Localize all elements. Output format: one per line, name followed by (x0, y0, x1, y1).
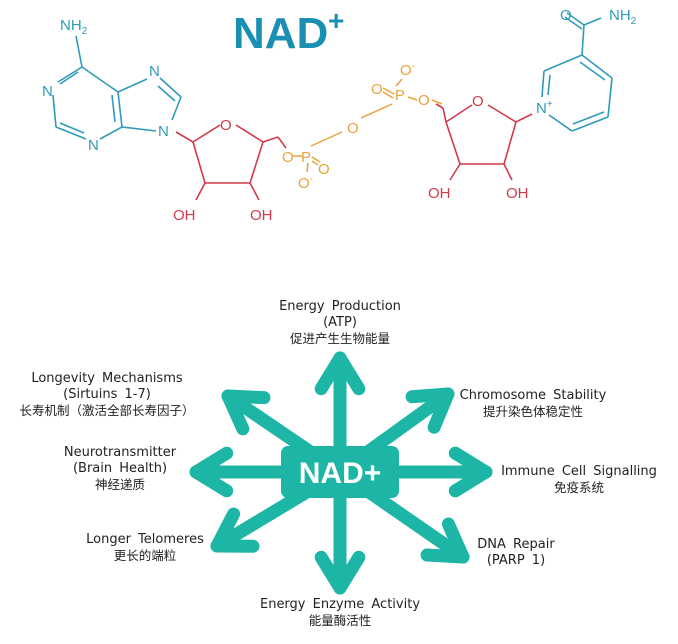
phosphate-bonds (293, 78, 443, 173)
arrow-head-barb (333, 550, 366, 595)
arrow-head-barb (189, 465, 234, 498)
branch-label-longer-telomeres: Longer Telomeres 更长的端粒 (70, 532, 220, 564)
phosphate2-o-link-label: O (418, 92, 430, 109)
right-ribose-o-label: O (472, 93, 484, 110)
adenine-group (52, 35, 182, 140)
left-ribose-oh1-label: OH (173, 207, 196, 224)
adenine-n7-label: N (149, 63, 160, 80)
branch-immune-cell-signalling-zh: 免疫系统 (553, 480, 604, 495)
left-ribose-oh2-label: OH (250, 207, 273, 224)
hub-center-box (281, 446, 399, 498)
nicotinamide-o-label: O (560, 7, 572, 24)
adenine-n3-label: N (88, 137, 99, 154)
branch-chromosome-stability-zh: 提升染色体稳定性 (482, 404, 583, 419)
phosphate1-o-minus-label: O- (298, 174, 313, 192)
nicotinamide-n-plus-label: N+ (536, 99, 553, 117)
adenine-nh2-label: NH2 (60, 17, 88, 37)
phosphate1-p-label: P (301, 149, 311, 166)
left-ribose-o-label: O (220, 117, 232, 134)
branch-label-dna-repair: DNA Repair (PARP 1) (466, 537, 566, 569)
phosphate2-p-label: P (395, 87, 405, 104)
right-ribose-oh2-label: OH (506, 185, 529, 202)
branch-energy-production-en-1: Energy Production (279, 299, 401, 314)
branch-immune-cell-signalling-en: Immune Cell Signalling (501, 464, 657, 479)
branch-neurotransmitter-en-2: (Brain Health) (72, 461, 168, 476)
phosphate1-o-link-label: O (282, 149, 294, 166)
nad-molecule-structure: NAD + NH2 N N N N (42, 5, 637, 224)
hub-center-label: NAD+ (299, 457, 382, 490)
nicotinamide-labels: O NH2 N+ (536, 7, 637, 117)
branch-dna-repair-en-2: (PARP 1) (486, 553, 546, 568)
left-ribose-group (175, 124, 287, 201)
adenine-n9-label: N (158, 123, 169, 140)
branch-label-energy-enzyme-activity: Energy Enzyme Activity 能量酶活性 (245, 597, 435, 629)
nad-title-superscript: + (328, 5, 344, 36)
branch-label-chromosome-stability: Chromosome Stability 提升染色体稳定性 (458, 388, 608, 420)
branch-energy-production-en-2: (ATP) (323, 315, 357, 330)
bridge-o-label: O (347, 120, 359, 137)
phosphate2-o-minus-label: O- (400, 61, 415, 79)
branch-longevity-mechanisms-en-1: Longevity Mechanisms (31, 371, 183, 386)
branch-energy-enzyme-activity-zh: 能量酶活性 (308, 613, 372, 628)
phosphate2-double-o-label: O (371, 81, 383, 98)
branch-neurotransmitter-en-1: Neurotransmitter (63, 445, 177, 460)
branch-label-immune-cell-signalling: Immune Cell Signalling 免疫系统 (486, 464, 672, 496)
left-ribose-labels: O OH OH (173, 117, 273, 224)
phosphate-labels: O P O O- O P O O- O (282, 61, 430, 192)
branch-label-neurotransmitter: Neurotransmitter (Brain Health) 神经递质 (50, 445, 190, 493)
nad-title: NAD + (233, 5, 344, 58)
nicotinamide-group (541, 12, 613, 132)
branch-longevity-mechanisms-en-2: (Sirtuins 1-7) (63, 387, 151, 402)
branch-energy-production-zh: 促进产生生物能量 (289, 331, 390, 346)
arrow-head-barb (441, 517, 470, 564)
right-ribose-oh1-label: OH (428, 185, 451, 202)
branch-dna-repair-en-1: DNA Repair (477, 537, 555, 552)
adenine-n1-label: N (42, 83, 53, 100)
branch-longer-telomeres-en: Longer Telomeres (86, 532, 204, 547)
arrow-head-barb (221, 389, 250, 436)
arrow-head-barb (448, 446, 493, 479)
right-ribose-labels: O OH OH (428, 93, 529, 202)
right-ribose-group (435, 103, 533, 181)
branch-label-energy-production: Energy Production (ATP) 促进产生生物能量 (250, 299, 430, 347)
arrow-head-barb (405, 387, 455, 404)
branch-energy-enzyme-activity-en: Energy Enzyme Activity (259, 597, 421, 612)
arrow-head-barb (314, 351, 347, 396)
branch-longevity-mechanisms-zh: 长寿机制（激活全部长寿因子） (19, 403, 195, 418)
branch-neurotransmitter-zh: 神经递质 (94, 477, 145, 492)
nad-title-text: NAD (233, 9, 328, 58)
adenine-labels: NH2 N N N N (42, 17, 169, 154)
phosphate1-double-o-label: O (318, 161, 330, 178)
branch-label-longevity-mechanisms: Longevity Mechanisms (Sirtuins 1-7) 长寿机制… (0, 371, 214, 419)
branch-longer-telomeres-zh: 更长的端粒 (113, 548, 177, 563)
nicotinamide-nh2-label: NH2 (609, 7, 637, 27)
branch-chromosome-stability-en: Chromosome Stability (459, 388, 607, 403)
